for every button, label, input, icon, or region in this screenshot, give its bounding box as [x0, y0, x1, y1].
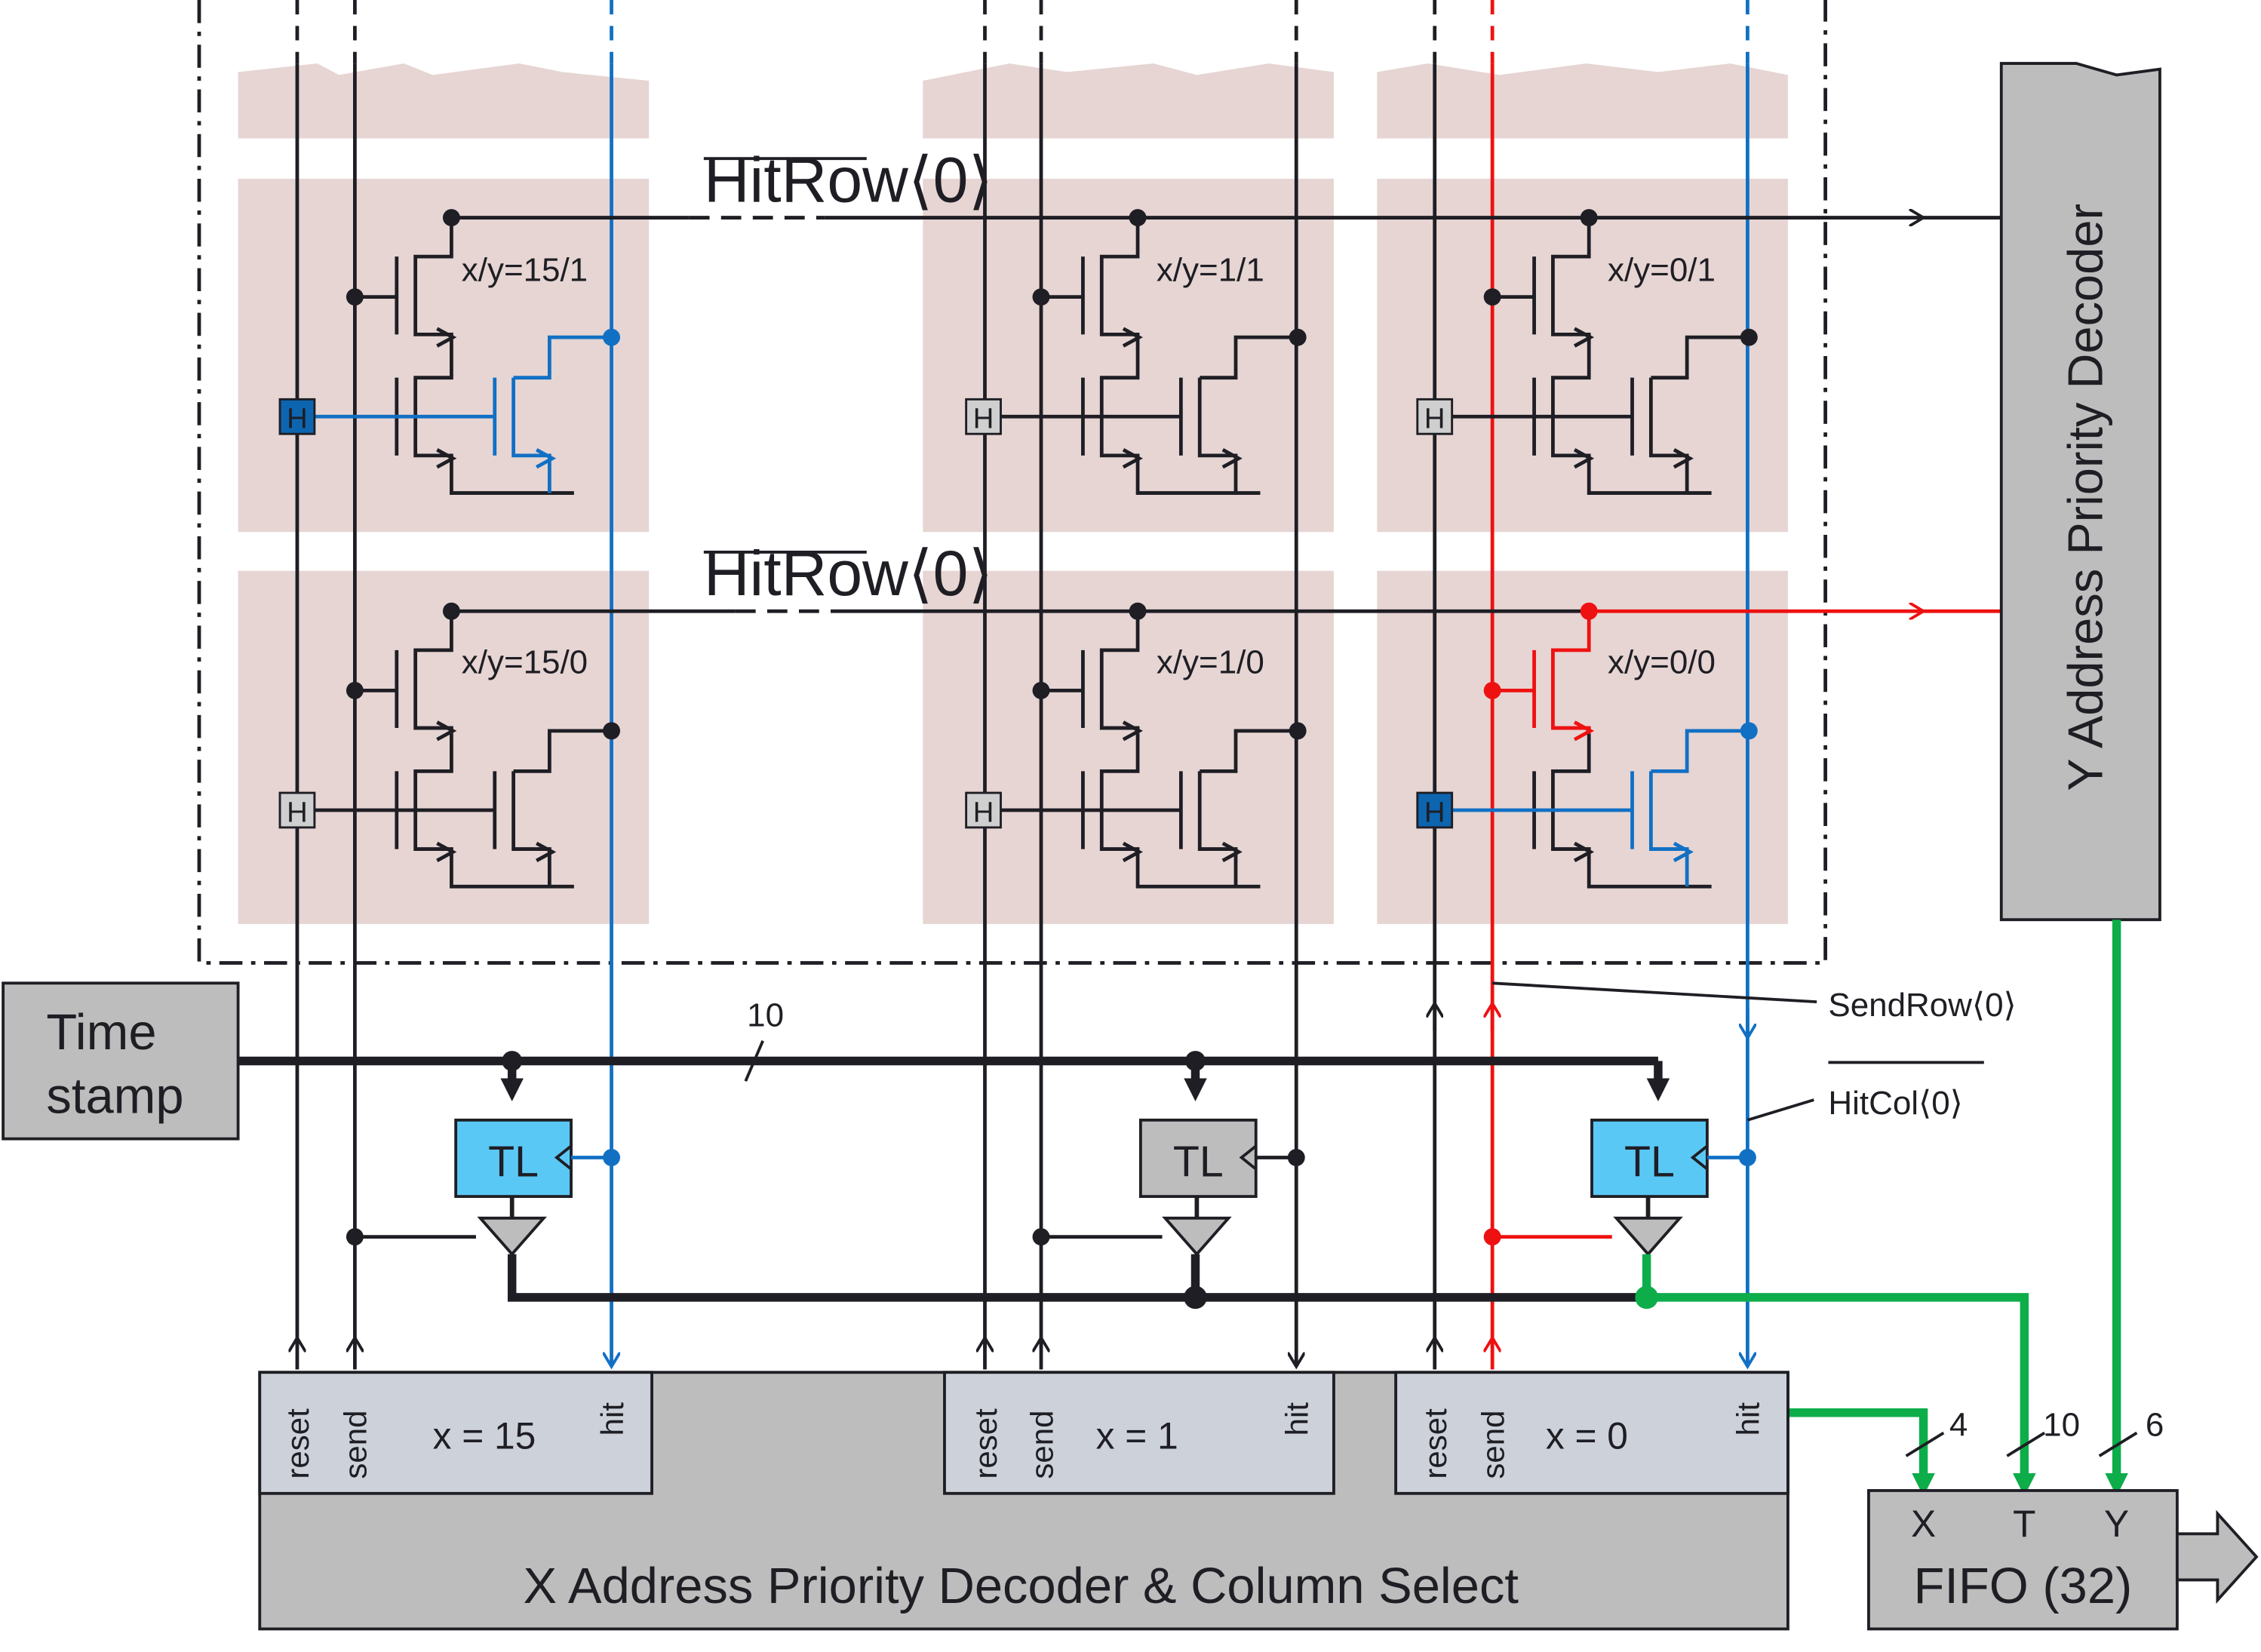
hit-node: [1738, 1149, 1756, 1166]
x-decoder-title: X Address Priority Decoder & Column Sele…: [524, 1558, 1519, 1614]
hitcol-label: HitCol⟨0⟩: [1828, 1085, 1962, 1122]
hit-marker-icon: H: [965, 791, 1002, 829]
fifo-port-x: X: [1911, 1503, 1936, 1545]
hit-marker-icon: H: [965, 398, 1002, 435]
send-node: [1483, 1228, 1501, 1246]
send-node: [1032, 1228, 1050, 1246]
tl-label: TL: [1624, 1138, 1675, 1186]
pixel-15-1-circuit: H: [278, 209, 621, 495]
bus-width-tick: [744, 1039, 764, 1082]
pixel-array-boundary: [197, 0, 1827, 965]
column-select-block: reset send hit x = 0: [1394, 1371, 1789, 1495]
fifo-port-y: Y: [2104, 1503, 2129, 1545]
bus-node: [502, 1051, 523, 1071]
pixel-tile: [238, 570, 650, 924]
svg-text:H: H: [973, 403, 994, 435]
fifo-output-arrow: [2175, 1509, 2259, 1604]
pixel-tiles: [238, 63, 1788, 924]
hitrow-top-label: HitRow⟨0⟩: [704, 145, 993, 216]
pixel-tile: [238, 178, 650, 533]
fifo-bus-width-x: 4: [1949, 1406, 1968, 1443]
fifo-title: FIFO (32): [1913, 1558, 2132, 1614]
pixel-0-1-circuit: H: [1416, 209, 1758, 495]
column-select-block: reset send hit x = 1: [943, 1371, 1335, 1495]
column-lines-top: [295, 0, 1750, 64]
output-bus: [507, 920, 2128, 1497]
fifo-bus-ticks: [1905, 1431, 2138, 1457]
pixel-0-0-circuit: H: [1416, 602, 1758, 889]
timestamp-line1: Time: [46, 1004, 156, 1061]
pixel-1-1-circuit: H: [965, 209, 1307, 495]
tl-label: TL: [1173, 1138, 1224, 1186]
pixel-label-0-1: x/y=0/1: [1608, 252, 1716, 289]
tl-block-1: TL: [1138, 1118, 1297, 1257]
hit-node: [1287, 1149, 1305, 1166]
pixel-label-1-1: x/y=1/1: [1157, 252, 1264, 289]
hit-marker-icon: H: [278, 398, 316, 435]
svg-text:H: H: [1424, 796, 1445, 828]
pixel-tile-partial: [923, 63, 1334, 139]
hit-marker-icon: H: [1416, 791, 1454, 829]
hit-marker-icon: H: [278, 791, 316, 829]
fifo-block: [1867, 1489, 2179, 1631]
pixel-tile-partial: [238, 63, 650, 139]
fifo-bus-width-y: 6: [2146, 1406, 2164, 1443]
pixel-circuits: H H H H H H: [278, 209, 1758, 889]
bus-width-label: 10: [747, 997, 784, 1034]
svg-text:H: H: [1424, 403, 1445, 435]
fifo-port-t: T: [2013, 1503, 2035, 1545]
hit-port-label: hit: [1731, 1402, 1766, 1436]
column-lines: [297, 63, 1747, 1370]
sendrow-label: SendRow⟨0⟩: [1828, 987, 2016, 1024]
bus-node: [1185, 1051, 1206, 1071]
reset-port-label: reset: [968, 1408, 1003, 1479]
pixel-tile: [923, 178, 1334, 533]
svg-text:H: H: [287, 796, 308, 828]
bus-node: [1635, 1285, 1658, 1310]
column-x-label: x = 1: [1096, 1415, 1178, 1457]
reset-port-label: reset: [1418, 1408, 1453, 1479]
column-x-label: x = 15: [433, 1415, 536, 1457]
reset-port-label: reset: [280, 1408, 315, 1479]
timestamp-bus: [238, 1056, 1670, 1101]
y-decoder-title: Y Address Priority Decoder: [2058, 204, 2113, 791]
pixel-label-15-0: x/y=15/0: [462, 643, 588, 680]
svg-text:H: H: [287, 403, 308, 435]
pixel-15-0-circuit: H: [278, 602, 621, 889]
column-x-label: x = 0: [1546, 1415, 1628, 1457]
pixel-tile: [1377, 570, 1788, 924]
tl-block-15: TL: [454, 1118, 612, 1257]
y-address-priority-decoder: [1999, 62, 2161, 922]
pixel-tile-partial: [1377, 63, 1788, 139]
hit-port-label: hit: [1279, 1402, 1315, 1436]
fifo-bus-width-t: 10: [2043, 1406, 2080, 1443]
tl-blocks: TL TL TL: [454, 1118, 1748, 1257]
hit-port-label: hit: [594, 1402, 630, 1436]
signal-leaders: [1492, 981, 1984, 1122]
pixel-1-0-circuit: H: [965, 602, 1307, 889]
hit-node: [603, 1149, 621, 1166]
send-port-label: send: [338, 1411, 373, 1479]
pixel-tile: [923, 570, 1334, 924]
hit-marker-icon: H: [1416, 398, 1454, 435]
pixel-label-15-1: x/y=15/1: [462, 252, 588, 289]
svg-text:H: H: [973, 796, 994, 828]
row-lines: [451, 157, 2001, 611]
send-port-label: send: [1024, 1411, 1059, 1479]
pixel-label-1-0: x/y=1/0: [1157, 643, 1264, 680]
tl-block-0: TL: [1590, 1118, 1748, 1257]
timestamp-line2: stamp: [46, 1067, 183, 1124]
pixel-tile: [1377, 178, 1788, 533]
send-port-label: send: [1475, 1411, 1510, 1479]
column-select-block: reset send hit x = 15: [258, 1371, 653, 1495]
send-node: [346, 1228, 364, 1246]
pixel-label-0-0: x/y=0/0: [1608, 643, 1716, 680]
bus-node: [1184, 1285, 1207, 1310]
hitrow-bottom-label: HitRow⟨0⟩: [704, 538, 993, 609]
tl-label: TL: [488, 1138, 539, 1186]
